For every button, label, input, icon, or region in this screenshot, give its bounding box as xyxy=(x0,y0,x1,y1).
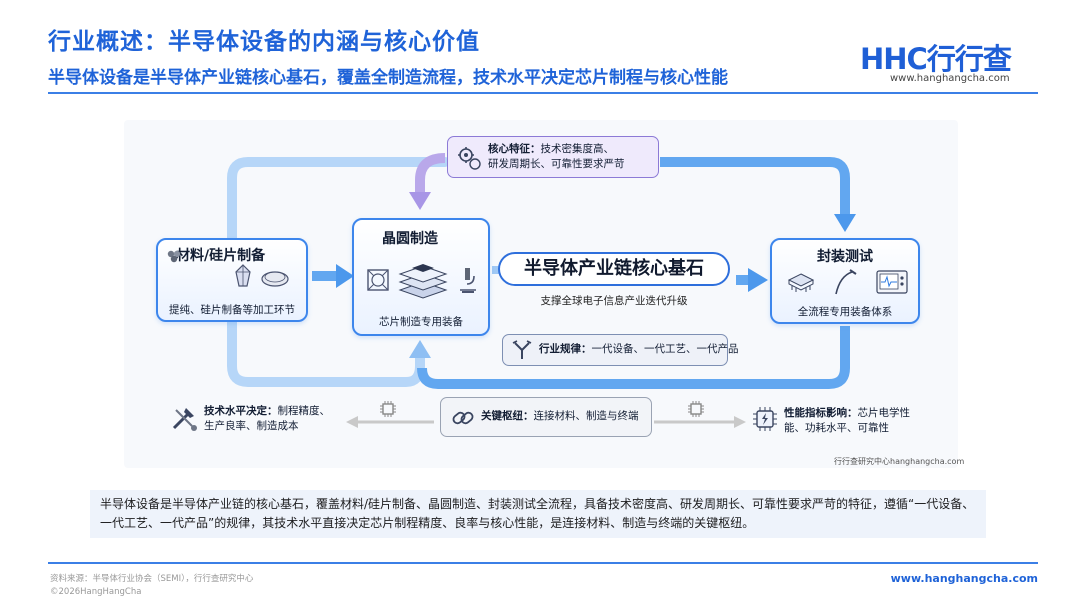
probe-icon xyxy=(832,268,860,296)
key-hub-note: 关键枢纽：连接材料、制造与终端 xyxy=(440,397,652,437)
tech-level-text-2: 生产良率、制造成本 xyxy=(204,419,354,434)
center-core-title: 半导体产业链核心基石 xyxy=(498,252,730,286)
chip-stack-icon xyxy=(396,252,450,302)
tech-level-text-1: 制程精度、 xyxy=(278,405,331,417)
arrow-head-hub-right xyxy=(734,416,746,428)
performance-note: 性能指标影响：芯片电学性 能、功耗水平、可靠性 xyxy=(784,406,944,436)
industry-rule-text: 一代设备、一代工艺、一代产品 xyxy=(592,343,739,355)
summary-text: 半导体设备是半导体产业链的核心基石，覆盖材料/硅片制备、晶圆制造、封装测试全流程… xyxy=(90,490,986,538)
microscope-icon xyxy=(456,266,478,294)
tech-level-label: 技术水平决定： xyxy=(204,405,278,417)
chip-small-right-icon xyxy=(686,399,706,419)
diagram-watermark: 行行查研究中心hanghangcha.com xyxy=(834,456,964,467)
performance-label: 性能指标影响： xyxy=(784,407,858,419)
loop-top-right xyxy=(660,162,845,218)
node-packaging-title: 封装测试 xyxy=(772,246,918,266)
performance-text-2: 能、功耗水平、可靠性 xyxy=(784,421,944,436)
crystal-icon xyxy=(232,264,254,288)
node-wafer-fab[interactable]: 晶圆制造 芯片制造专用装备 xyxy=(352,218,490,336)
node-materials-subtitle: 提纯、硅片制备等加工环节 xyxy=(158,302,306,317)
link-icon xyxy=(451,407,475,429)
footer-link[interactable]: www.hanghangcha.com xyxy=(891,572,1038,585)
node-materials-title: 材料/硅片制备 xyxy=(176,245,265,265)
source-note: 资料来源：半导体行业协会（SEMI），行行查研究中心 xyxy=(50,572,253,584)
arrow-head-packaging-top xyxy=(834,214,856,232)
pellets-icon xyxy=(166,248,182,264)
key-hub-text: 连接材料、制造与终端 xyxy=(534,410,639,422)
chip-small-left-icon xyxy=(378,399,398,419)
chip-icon xyxy=(786,270,816,296)
core-feature-text-2: 研发周期长、可靠性要求严苛 xyxy=(488,157,625,172)
arrow-head-packaging xyxy=(748,268,768,292)
tools-icon xyxy=(170,404,198,432)
copyright: ©2026HangHangCha xyxy=(50,587,141,597)
performance-text-1: 芯片电学性 xyxy=(858,407,911,419)
power-chip-icon xyxy=(752,406,778,432)
footer-divider xyxy=(48,562,1038,564)
gears-icon xyxy=(456,145,482,171)
core-feature-text-1: 技术密集度高、 xyxy=(541,143,615,155)
node-packaging[interactable]: 封装测试 全流程专用装备体系 xyxy=(770,238,920,324)
tech-level-note: 技术水平决定：制程精度、 生产良率、制造成本 xyxy=(204,404,354,434)
arrow-head-purple xyxy=(409,192,431,210)
oscilloscope-icon xyxy=(876,270,908,294)
arrow-head-bottom-left xyxy=(409,340,431,358)
wafer-icon xyxy=(260,266,290,288)
node-packaging-subtitle: 全流程专用装备体系 xyxy=(772,304,918,319)
key-hub-label: 关键枢纽： xyxy=(481,410,534,422)
industry-rule-note: 行业规律：一代设备、一代工艺、一代产品 xyxy=(502,334,728,366)
branch-icon xyxy=(511,340,533,360)
center-core-subtitle: 支撑全球电子信息产业迭代升级 xyxy=(498,293,730,308)
lithography-icon xyxy=(366,268,390,292)
node-wafer-fab-title: 晶圆制造 xyxy=(382,228,438,248)
node-wafer-fab-subtitle: 芯片制造专用装备 xyxy=(354,314,488,329)
industry-rule-label: 行业规律： xyxy=(539,343,592,355)
node-materials[interactable]: 材料/硅片制备 提纯、硅片制备等加工环节 xyxy=(156,238,308,322)
core-feature-label: 核心特征： xyxy=(488,143,541,155)
core-feature-note: 核心特征：技术密集度高、 研发周期长、可靠性要求严苛 xyxy=(447,136,659,178)
